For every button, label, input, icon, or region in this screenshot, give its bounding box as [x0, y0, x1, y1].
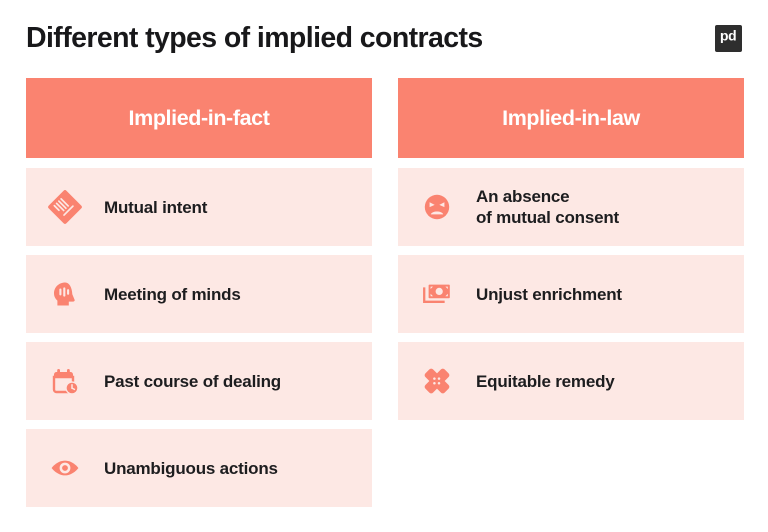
list-item-label: Unambiguous actions — [104, 458, 278, 478]
header-bar: Different types of implied contracts pd — [26, 16, 742, 60]
column-header-label: Implied-in-law — [502, 106, 640, 130]
list-item: Unambiguous actions — [26, 429, 372, 507]
column-header-implied-in-fact: Implied-in-fact — [26, 78, 372, 158]
pandadoc-logo-text: pd — [720, 30, 737, 46]
head-mind-icon — [48, 277, 82, 311]
list-item: Mutual intent — [26, 168, 372, 246]
list-item: Past course of dealing — [26, 342, 372, 420]
list-item-label: Mutual intent — [104, 197, 208, 217]
page-title: Different types of implied contracts — [26, 22, 483, 54]
list-item-label: Past course of dealing — [104, 371, 281, 391]
column-header-label: Implied-in-fact — [128, 106, 270, 130]
list-item: An absence of mutual consent — [398, 168, 744, 246]
list-item: Equitable remedy — [398, 342, 744, 420]
banknotes-icon — [420, 277, 454, 311]
crossed-bandages-icon — [420, 364, 454, 398]
angry-face-icon — [420, 190, 454, 224]
calendar-clock-icon — [48, 364, 82, 398]
list-item-label: Meeting of minds — [104, 284, 241, 304]
list-item-label: Unjust enrichment — [476, 284, 622, 304]
column-implied-in-fact: Implied-in-fact — [26, 78, 372, 507]
column-implied-in-law: Implied-in-law An absence of mutual cons… — [398, 78, 744, 507]
list-item-label: An absence of mutual consent — [476, 187, 619, 227]
list-item: Unjust enrichment — [398, 255, 744, 333]
column-header-implied-in-law: Implied-in-law — [398, 78, 744, 158]
handshake-icon — [48, 190, 82, 224]
columns-container: Implied-in-fact — [26, 78, 744, 507]
list-item: Meeting of minds — [26, 255, 372, 333]
pandadoc-logo: pd — [715, 24, 742, 52]
list-item-label: Equitable remedy — [476, 371, 615, 391]
eye-icon — [48, 451, 82, 485]
